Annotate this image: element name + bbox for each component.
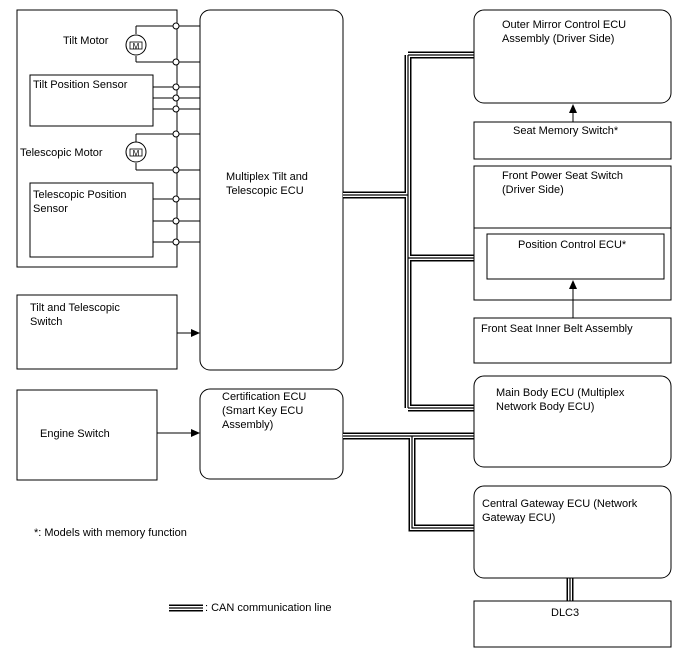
dlc3-box xyxy=(473,600,672,648)
can-bus-lines xyxy=(343,51,574,601)
seat-memory-to-mirror-arrow xyxy=(569,104,577,122)
outer-mirror-ecu-label-2: Assembly (Driver Side) xyxy=(502,33,614,45)
central-gateway-ecu-label-2: Gateway ECU) xyxy=(482,512,555,524)
front-seat-inner-belt-box xyxy=(473,317,672,364)
multiplex-tilt-telescopic-ecu-box xyxy=(199,9,344,371)
telescopic-motor-icon: M xyxy=(125,133,176,171)
main-body-ecu-label-1: Main Body ECU (Multiplex xyxy=(496,387,625,399)
telescopic-position-sensor-box xyxy=(29,182,154,258)
seat-memory-switch-box xyxy=(473,121,672,160)
motor-symbol-text-2: M xyxy=(133,149,140,158)
outer-mirror-control-ecu-box xyxy=(473,9,672,104)
telescopic-position-sensor-label-1: Telescopic Position xyxy=(33,189,127,201)
central-gateway-ecu-box xyxy=(473,485,672,579)
tilt-telescopic-switch-box xyxy=(16,294,178,370)
seat-memory-switch-label: Seat Memory Switch* xyxy=(513,125,619,137)
component-to-ecu-wires xyxy=(176,25,200,243)
certification-ecu-label-3: Assembly) xyxy=(222,419,273,431)
engine-switch-label: Engine Switch xyxy=(40,428,110,440)
motor-symbol-text: M xyxy=(133,42,140,51)
position-control-ecu-label: Position Control ECU* xyxy=(518,239,627,251)
main-body-ecu-label-2: Network Body ECU) xyxy=(496,401,594,413)
multiplex-ecu-label-1: Multiplex Tilt and xyxy=(226,171,308,183)
tilt-telescopic-switch-label-1: Tilt and Telescopic xyxy=(30,302,120,314)
front-power-seat-switch-label-2: (Driver Side) xyxy=(502,184,564,196)
tilt-motor-label: Tilt Motor xyxy=(63,35,109,47)
engine-switch-box xyxy=(16,389,158,481)
memory-function-footnote: *: Models with memory function xyxy=(34,527,187,539)
telescopic-position-sensor-label-2: Sensor xyxy=(33,203,68,215)
switch-to-ecu-arrow xyxy=(177,329,200,337)
position-control-ecu-box xyxy=(486,233,665,280)
front-power-seat-switch-label-1: Front Power Seat Switch xyxy=(502,170,623,182)
multiplex-ecu-label-2: Telescopic ECU xyxy=(226,185,304,197)
front-seat-inner-belt-label: Front Seat Inner Belt Assembly xyxy=(481,323,633,335)
tilt-telescopic-switch-label-2: Switch xyxy=(30,316,62,328)
tilt-motor-icon: M xyxy=(125,25,176,63)
certification-ecu-label-1: Certification ECU xyxy=(222,391,306,403)
tilt-sensor-wires xyxy=(153,86,176,110)
telescopic-sensor-wires xyxy=(153,198,176,243)
engine-switch-to-certification-arrow xyxy=(157,429,200,437)
can-line-legend-label: : CAN communication line xyxy=(205,602,332,614)
main-body-ecu-box xyxy=(473,375,672,468)
tilt-position-sensor-label: Tilt Position Sensor xyxy=(33,79,128,91)
connector-nodes xyxy=(172,22,180,246)
belt-to-position-ecu-arrow xyxy=(569,280,577,318)
tilt-position-sensor-box xyxy=(29,74,154,127)
central-gateway-ecu-label-1: Central Gateway ECU (Network xyxy=(482,498,638,510)
certification-ecu-label-2: (Smart Key ECU xyxy=(222,405,303,417)
outer-mirror-ecu-label-1: Outer Mirror Control ECU xyxy=(502,19,626,31)
telescopic-motor-label: Telescopic Motor xyxy=(20,147,103,159)
dlc3-label: DLC3 xyxy=(551,607,579,619)
